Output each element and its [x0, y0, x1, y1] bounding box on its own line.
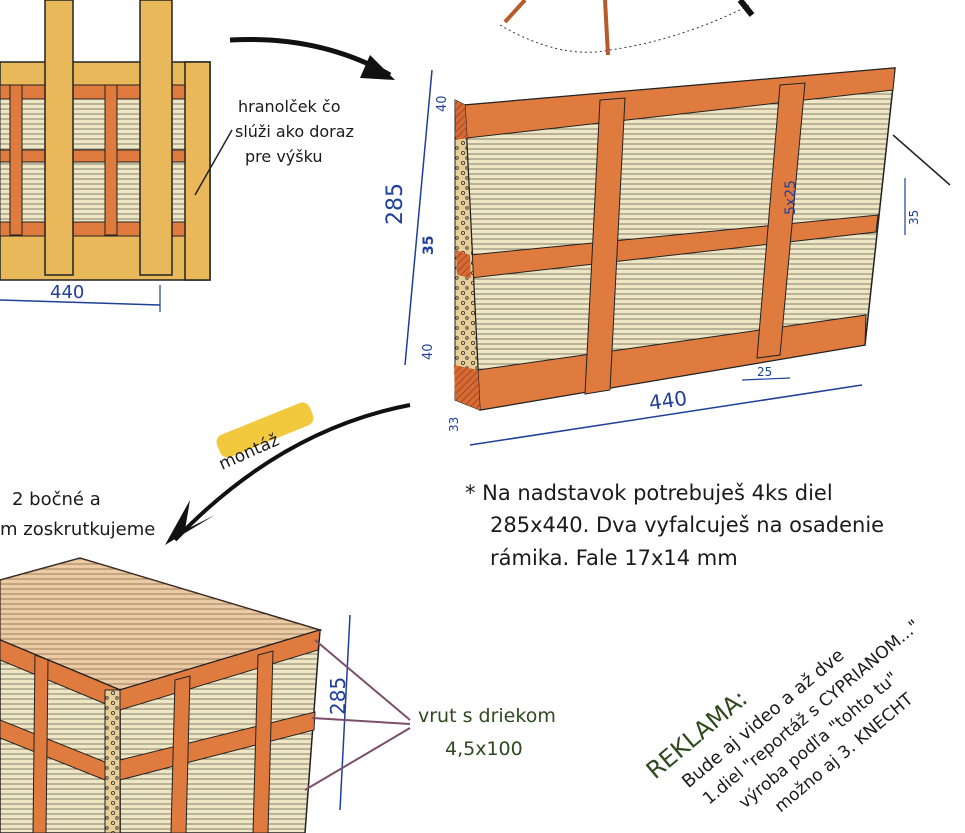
slat-width-label: 25 — [757, 365, 772, 379]
panel-drawing — [404, 67, 951, 446]
panel-width-label: 440 — [647, 386, 688, 415]
assembly-text: 2 bočné a m zoskrutkujeme — [0, 489, 155, 540]
left-width-label: 440 — [50, 282, 84, 303]
assembly-arrow — [173, 403, 411, 542]
note-text: * Na nadstavok potrebuješ 4ks diel 285x4… — [465, 481, 891, 570]
middle-rail-label: 35 — [421, 236, 437, 255]
umbrella-sketch — [499, 0, 755, 56]
top-rail-label: 40 — [435, 95, 450, 112]
screw-label: vrut s driekom 4,5x100 — [418, 705, 562, 760]
bottom-rail-label: 40 — [421, 343, 436, 360]
panel-height-label: 285 — [383, 183, 408, 225]
crate-drawing — [0, 557, 411, 833]
right-rail-label: 35 — [907, 210, 921, 225]
highlight — [216, 402, 314, 458]
crate-height-label: 285 — [326, 677, 350, 715]
frame-sketch — [0, 0, 233, 312]
slat-size-label: 5x25 — [783, 180, 799, 215]
ad-text: REKLAMA: Bude aj video a až dve 1.diel "… — [641, 616, 924, 817]
svg-text:výroba podľa "tohto tu": výroba podľa "tohto tu" — [735, 668, 902, 813]
left-annotation: hranolček čo slúži ako doraz pre výšku — [235, 97, 359, 166]
thickness-label: 33 — [447, 417, 461, 432]
